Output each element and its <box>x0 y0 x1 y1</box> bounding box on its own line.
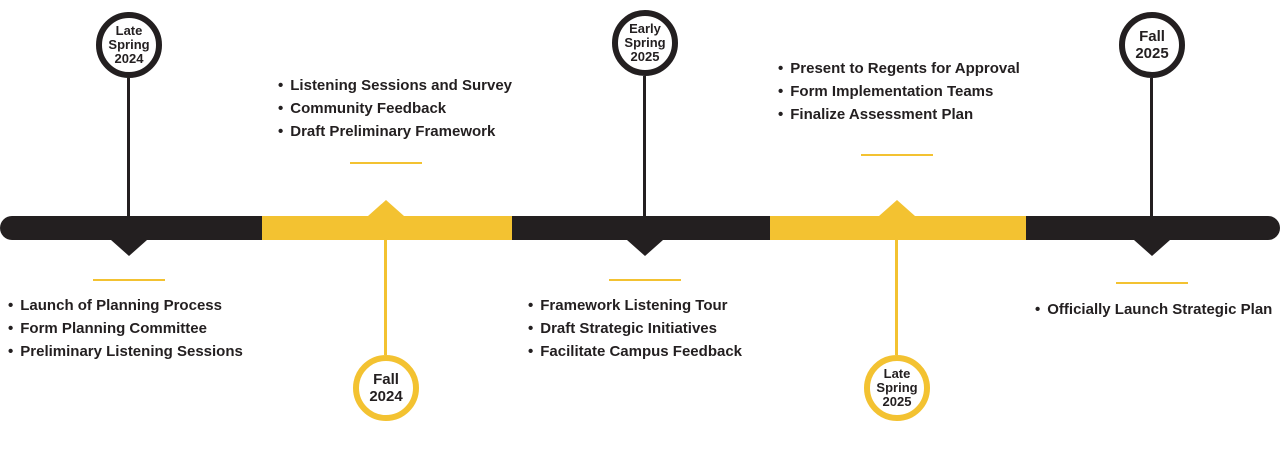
arrow-down-icon <box>1134 240 1170 256</box>
milestone-label-line: Spring <box>108 37 150 52</box>
milestone-label-line: Early <box>629 21 661 36</box>
milestone-label-line: Late <box>115 23 143 38</box>
arrow-up-icon <box>879 200 915 216</box>
list-item: Form Implementation Teams <box>778 80 1020 103</box>
list-item: Listening Sessions and Survey <box>278 74 512 97</box>
list-item: Framework Listening Tour <box>528 294 742 317</box>
timeline-segment-3 <box>512 216 770 240</box>
milestone-label-line: Fall <box>1139 28 1165 45</box>
list-item: Draft Preliminary Framework <box>278 120 512 143</box>
connector-early-spring-2025 <box>643 76 646 216</box>
timeline-segment-5 <box>1026 216 1280 240</box>
bullet-list-fall-2025: Officially Launch Strategic Plan <box>1035 298 1272 321</box>
connector-fall-2025 <box>1150 78 1153 216</box>
connector-late-spring-2024 <box>127 78 130 216</box>
timeline-segment-2 <box>262 216 512 240</box>
connector-late-spring-2025 <box>895 240 898 355</box>
milestone-circle-early-spring-2025: Early Spring 2025 <box>612 10 678 76</box>
bullet-list-early-spring-2025: Framework Listening Tour Draft Strategic… <box>528 294 742 363</box>
milestone-circle-late-spring-2025: Late Spring 2025 <box>864 355 930 421</box>
arrow-down-icon <box>111 240 147 256</box>
list-item: Draft Strategic Initiatives <box>528 317 742 340</box>
milestone-label-line: Spring <box>624 35 666 50</box>
milestone-circle-fall-2024: Fall 2024 <box>353 355 419 421</box>
list-item: Form Planning Committee <box>8 317 243 340</box>
list-item: Officially Launch Strategic Plan <box>1035 298 1272 321</box>
milestone-label-line: 2024 <box>114 51 144 66</box>
tick-late-spring-2025 <box>861 154 933 156</box>
list-item: Present to Regents for Approval <box>778 57 1019 80</box>
milestone-label-line: Fall <box>373 371 399 388</box>
connector-fall-2024 <box>384 240 387 355</box>
list-item: Facilitate Campus Feedback <box>528 340 742 363</box>
arrow-up-icon <box>368 200 404 216</box>
milestone-circle-late-spring-2024: Late Spring 2024 <box>96 12 162 78</box>
list-item: Finalize Assessment Plan <box>778 103 1020 126</box>
timeline-segment-4 <box>770 216 1026 240</box>
list-item: Community Feedback <box>278 97 512 120</box>
milestone-label-line: 2024 <box>369 388 403 405</box>
list-item: Launch of Planning Process <box>8 294 243 317</box>
bullet-list-fall-2024: Listening Sessions and Survey Community … <box>278 74 512 143</box>
tick-late-spring-2024 <box>93 279 165 281</box>
tick-early-spring-2025 <box>609 279 681 281</box>
timeline-segment-1 <box>0 216 262 240</box>
milestone-label-line: Late <box>883 366 911 381</box>
bullet-list-late-spring-2024: Launch of Planning Process Form Planning… <box>8 294 243 363</box>
list-item: Preliminary Listening Sessions <box>8 340 243 363</box>
arrow-down-icon <box>627 240 663 256</box>
tick-fall-2025 <box>1116 282 1188 284</box>
milestone-label-line: Spring <box>876 380 918 395</box>
milestone-circle-fall-2025: Fall 2025 <box>1119 12 1185 78</box>
milestone-label-line: 2025 <box>882 394 912 409</box>
milestone-label-line: 2025 <box>1135 45 1169 62</box>
bullet-list-late-spring-2025: Present to Regents for Approval Form Imp… <box>778 57 1020 126</box>
tick-fall-2024 <box>350 162 422 164</box>
milestone-label-line: 2025 <box>630 49 660 64</box>
